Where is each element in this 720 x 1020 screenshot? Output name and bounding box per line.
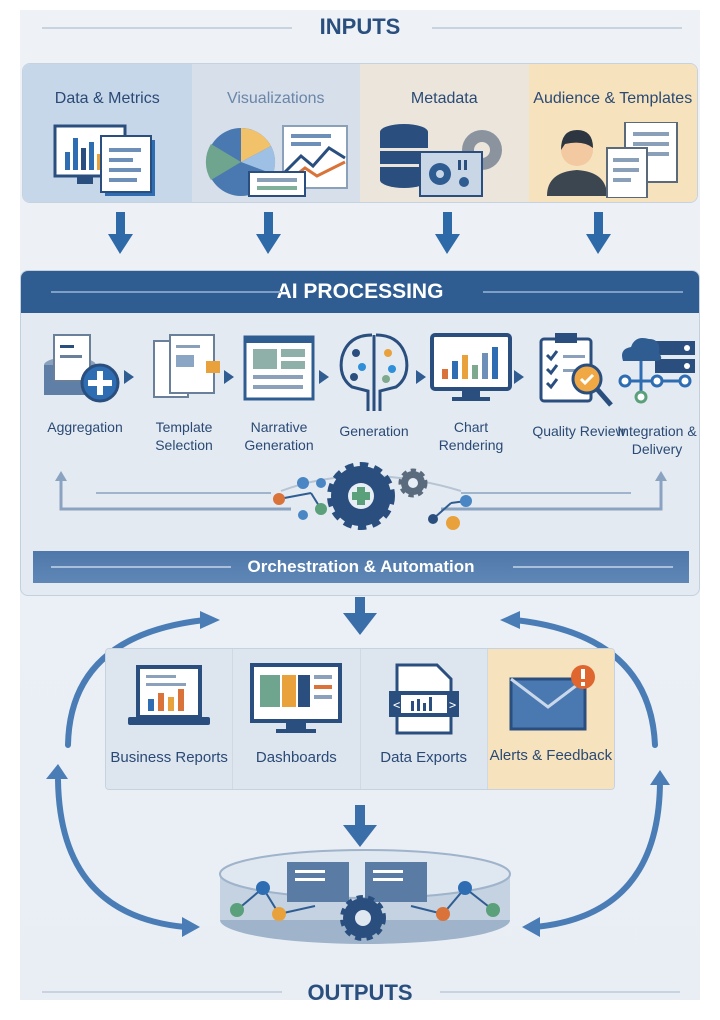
arrow-right-icon <box>319 370 329 384</box>
input-label: Audience & Templates <box>533 90 693 107</box>
input-visualizations: Visualizations <box>191 64 360 202</box>
database-gear-icon <box>380 124 503 197</box>
orchestration-label: Orchestration & Automation <box>247 557 475 576</box>
arrow-down-icon <box>256 212 281 254</box>
outputs-panel: Business Reports Dashboards <> Data Expo… <box>105 648 615 790</box>
arrow-right-icon <box>514 370 524 384</box>
delivery-platform-icon <box>219 849 511 944</box>
brain-circuit-icon <box>339 333 409 411</box>
feedback-loop <box>59 476 663 511</box>
output-label: Alerts & Feedback <box>489 747 613 764</box>
monitor-chart-icon <box>430 333 512 401</box>
output-label: Data Exports <box>380 749 467 766</box>
user-documents-icon <box>546 121 678 199</box>
inputs-title: INPUTS <box>319 14 401 39</box>
arrow-down-icon <box>435 212 460 254</box>
pie-chart-line-chart-icon <box>205 125 348 197</box>
step-aggregation: Aggregation <box>35 331 135 436</box>
step-template-selection: Template Selection <box>134 331 234 454</box>
gear-network-icon <box>273 462 472 530</box>
output-alerts-feedback: Alerts & Feedback <box>487 649 614 789</box>
divider <box>440 991 680 993</box>
outputs-title: OUTPUTS <box>307 980 413 1005</box>
divider <box>432 27 682 29</box>
step-label: Generation <box>339 423 409 439</box>
ai-processing-title: AI PROCESSING <box>276 280 444 303</box>
input-arrows <box>108 212 611 254</box>
step-label: Aggregation <box>47 419 123 435</box>
output-label: Dashboards <box>255 749 337 766</box>
step-generation: Generation <box>324 331 424 440</box>
cloud-server-network-icon <box>618 338 695 404</box>
processing-steps: Aggregation Template Selection Narrative… <box>21 331 699 457</box>
output-label: Business Reports <box>110 749 228 766</box>
arrow-down-icon <box>343 805 377 847</box>
divider <box>42 991 282 993</box>
svg-text:<: < <box>393 698 400 712</box>
input-data-metrics: Data & Metrics <box>23 64 192 202</box>
loop-arrow-right-top <box>512 617 658 748</box>
svg-text:>: > <box>449 698 456 712</box>
loop-arrow-right-bottom <box>532 777 663 930</box>
arrow-down-icon <box>343 597 377 635</box>
step-integration-delivery: Integration & Delivery <box>607 331 699 458</box>
envelope-alert-icon <box>509 665 595 731</box>
clipboard-magnifier-check-icon <box>539 333 613 407</box>
laptop-report-icon <box>128 665 211 725</box>
monitor-dashboard-icon <box>250 663 343 733</box>
step-connectors <box>55 370 667 530</box>
output-business-reports: Business Reports <box>106 649 234 789</box>
loop-arrow-left-top <box>65 617 208 748</box>
divider <box>42 27 292 29</box>
output-data-exports: <> Data Exports <box>360 649 488 789</box>
database-add-icon <box>44 334 120 403</box>
monitor-bar-chart-document-icon <box>53 124 156 196</box>
arrow-right-icon <box>224 370 234 384</box>
code-document-icon: <> <box>388 663 459 735</box>
arrow-down-icon <box>108 212 133 254</box>
loop-arrow-left-bottom <box>55 777 188 930</box>
output-flow-arrows <box>46 597 670 937</box>
step-label: Template Selection <box>155 419 213 453</box>
arrow-right-icon <box>124 370 134 384</box>
step-label: Quality Review <box>532 423 626 439</box>
document-layout-icon <box>243 335 315 401</box>
input-label: Visualizations <box>226 90 325 107</box>
input-label: Data & Metrics <box>54 90 160 107</box>
arrow-down-icon <box>586 212 611 254</box>
input-audience-templates: Audience & Templates <box>528 64 697 202</box>
step-quality-review: Quality Review <box>529 331 629 440</box>
output-dashboards: Dashboards <box>233 649 361 789</box>
step-label: Chart Rendering <box>438 419 504 453</box>
ai-processing-panel: AI PROCESSING Aggregation Template Selec… <box>20 270 700 596</box>
input-label: Metadata <box>410 90 478 107</box>
step-label: Narrative Generation <box>244 419 314 453</box>
orchestration-bar: Orchestration & Automation <box>33 551 689 583</box>
input-metadata: Metadata <box>360 64 529 202</box>
step-chart-rendering: Chart Rendering <box>421 331 521 454</box>
step-label: Integration & Delivery <box>617 423 697 457</box>
arrow-right-icon <box>416 370 426 384</box>
ai-processing-header: AI PROCESSING <box>21 271 699 313</box>
inputs-panel: Data & Metrics Visualizations Metadata <box>22 63 698 203</box>
documents-icon <box>153 334 220 398</box>
step-narrative-generation: Narrative Generation <box>229 331 329 454</box>
